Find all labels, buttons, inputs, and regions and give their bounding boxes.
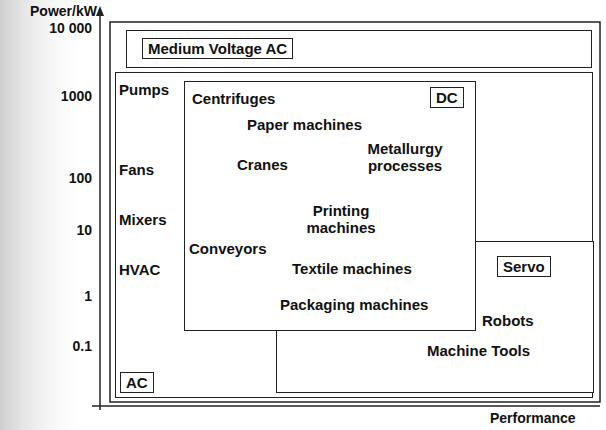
region-box: DC CentrifugesPaper machinesCranes Metallu… xyxy=(184,81,476,331)
scan-shade xyxy=(0,0,90,430)
y-axis-arrow xyxy=(96,6,104,16)
region-label: AC xyxy=(120,372,154,393)
application-name-holder: Textile machines xyxy=(292,260,412,277)
application-name: Robots xyxy=(482,312,534,329)
tick-label-holder: 10 000 xyxy=(30,20,92,37)
region-label-holder: AC xyxy=(120,372,154,393)
application-name: Mixers xyxy=(119,211,167,228)
application-name-holder: Packaging machines xyxy=(280,296,428,313)
tick-label: 0.1 xyxy=(30,338,92,355)
application-name-holder: Fans xyxy=(119,161,154,178)
application-name: Fans xyxy=(119,161,154,178)
application-name-holder: Paper machines xyxy=(247,116,362,133)
tick-label: 100 xyxy=(30,170,92,187)
region-label-holder: Servo xyxy=(497,256,551,277)
application-name: Cranes xyxy=(237,156,288,173)
application-name: Paper machines xyxy=(247,116,362,133)
outer-frame xyxy=(110,22,600,402)
region-box: Medium Voltage AC xyxy=(126,30,592,68)
application-name: Conveyors xyxy=(189,240,267,257)
application-name-holder: Pumps xyxy=(119,81,169,98)
application-name-holder: Conveyors xyxy=(189,240,267,257)
application-name: Textile machines xyxy=(292,260,412,277)
axis-title: Performance xyxy=(490,410,600,427)
tick-label: 10 xyxy=(30,222,92,239)
y-axis xyxy=(99,14,101,410)
tick-label: 1000 xyxy=(30,88,92,105)
region-box: AC PumpsFansMixersHVAC DC CentrifugesPaper … xyxy=(115,72,593,398)
tick-label-holder: 0.1 xyxy=(30,338,92,355)
tick-label-holder: 1 xyxy=(30,288,92,305)
region-label: Servo xyxy=(497,256,551,277)
application-name-holder: Cranes xyxy=(237,156,288,173)
application-name: Pumps xyxy=(119,81,169,98)
axis-title: Power/kW xyxy=(30,3,110,20)
application-name-holder: Mixers xyxy=(119,211,167,228)
tick-label-holder: 1000 xyxy=(30,88,92,105)
region-label: Medium Voltage AC xyxy=(142,38,293,59)
tick-label-holder: 100 xyxy=(30,170,92,187)
application-name-holder: Centrifuges xyxy=(192,90,275,107)
application-name: Centrifuges xyxy=(192,90,275,107)
application-name: Printing machines xyxy=(295,202,387,236)
application-name-holder: Metallurgy processes xyxy=(353,140,457,174)
application-name: HVAC xyxy=(119,261,160,278)
application-name: Machine Tools xyxy=(427,342,530,359)
axis-title-holder: Performance xyxy=(490,410,600,427)
tick-label-holder: 10 xyxy=(30,222,92,239)
region-label: DC xyxy=(430,87,464,108)
axis-title-holder: Power/kW xyxy=(30,3,110,20)
region-label-holder: Medium Voltage AC xyxy=(142,38,293,59)
tick-label: 10 000 xyxy=(30,20,92,37)
application-name: Metallurgy processes xyxy=(353,140,457,174)
application-name-holder: Robots xyxy=(482,312,534,329)
application-name-holder: Machine Tools xyxy=(427,342,530,359)
x-axis xyxy=(92,405,600,407)
application-name: Packaging machines xyxy=(280,296,428,313)
region-label-holder: DC xyxy=(430,87,464,108)
application-name-holder: Printing machines xyxy=(295,202,387,236)
application-name-holder: HVAC xyxy=(119,261,160,278)
tick-label: 1 xyxy=(30,288,92,305)
